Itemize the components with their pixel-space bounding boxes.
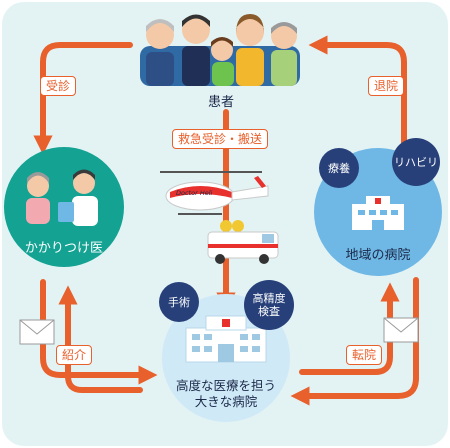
doctor-illustration	[26, 169, 98, 226]
transfer-arrow	[299, 282, 400, 375]
ambulance-icon	[207, 220, 279, 264]
transfer-envelope-icon	[383, 317, 419, 343]
rehab-bubble: リハビリ	[392, 138, 440, 186]
exam-bubble-line2: 検査	[258, 305, 280, 318]
exam-bubble-line1: 高精度	[252, 292, 286, 305]
helicopter-icon	[160, 171, 269, 215]
transfer-return-arrow	[290, 277, 419, 406]
referral-label: 紹介	[56, 345, 93, 365]
patients-illustration	[140, 14, 300, 86]
consult-arrow	[33, 42, 133, 155]
care-bubble-label: 療養	[328, 161, 350, 175]
rehab-bubble-label: リハビリ	[394, 155, 438, 169]
exam-bubble: 高精度 検査	[244, 280, 294, 330]
emergency-label: 救急受診・搬送	[172, 129, 269, 149]
regional-hospital-building-icon	[352, 196, 404, 230]
discharge-label: 退院	[368, 76, 405, 96]
surgery-bubble: 手術	[159, 282, 199, 322]
consult-label: 受診	[40, 76, 77, 96]
referral-arrow	[40, 279, 158, 385]
major-hospital-label-line1: 高度な医療を担う	[175, 378, 276, 393]
regional-hospital-label: 地域の病院	[345, 248, 411, 263]
helicopter-label: Doctor Heli	[176, 189, 213, 197]
major-hospital-label: 高度な医療を担う 大きな病院	[162, 378, 290, 410]
major-hospital-building-icon	[185, 315, 267, 363]
major-hospital-label-line2: 大きな病院	[194, 394, 258, 409]
care-bubble: 療養	[319, 148, 359, 188]
referral-return-arrow	[58, 285, 143, 393]
transfer-label: 転院	[346, 345, 383, 365]
surgery-bubble-label: 手術	[168, 295, 190, 309]
letter-envelope-icon	[19, 319, 55, 345]
patient-label: 患者	[208, 95, 235, 110]
discharge-arrow	[308, 35, 407, 153]
family-doctor-label: かかりつけ医	[24, 241, 104, 256]
